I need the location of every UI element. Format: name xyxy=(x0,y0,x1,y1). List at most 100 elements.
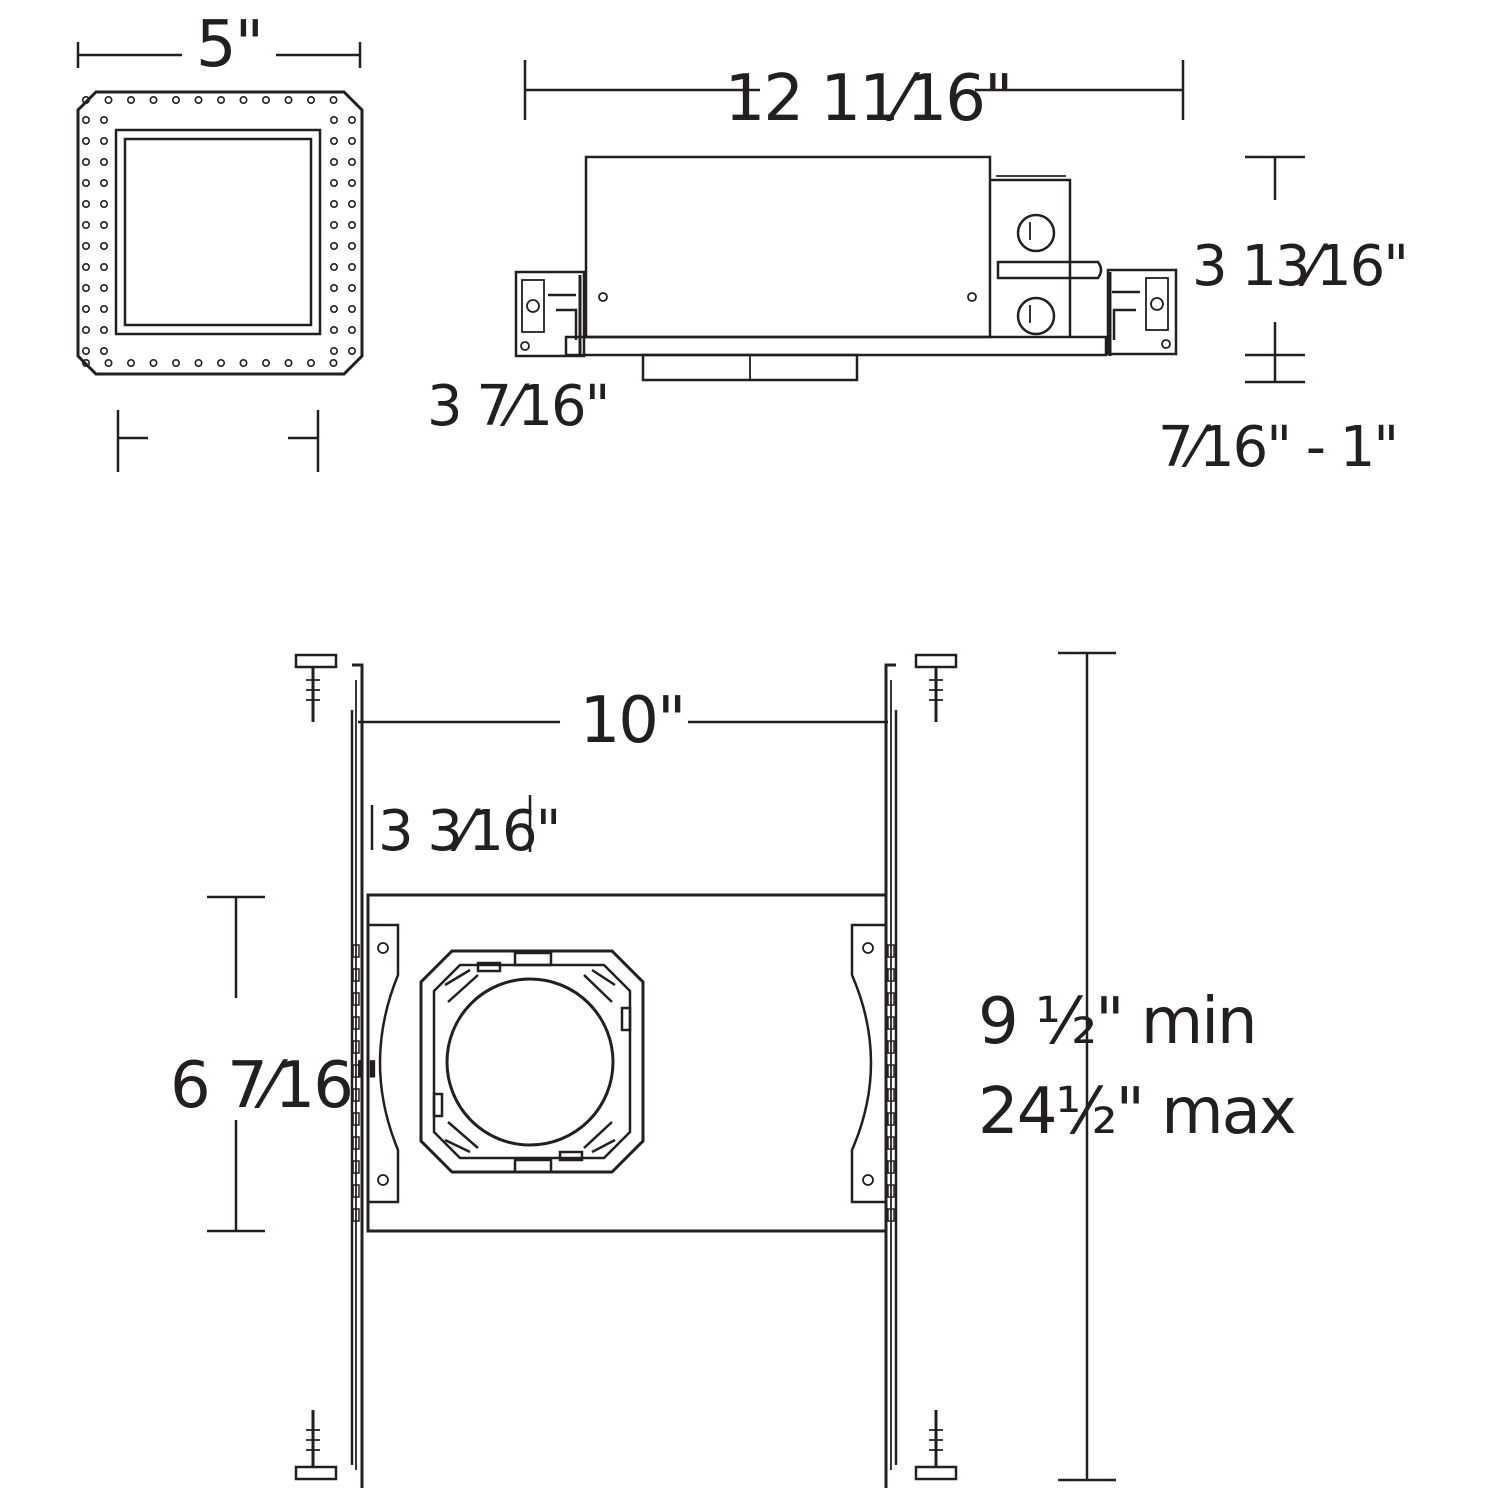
bar-slot xyxy=(887,1088,895,1102)
bar-slot xyxy=(352,1136,360,1150)
mud-hole xyxy=(347,116,356,125)
mud-hole xyxy=(149,358,158,367)
mud-hole xyxy=(347,137,356,146)
mud-hole xyxy=(194,96,203,105)
mud-hole xyxy=(82,262,91,271)
mud-hole xyxy=(100,262,109,271)
mud-hole xyxy=(100,304,109,313)
trim-plan-view: 5" xyxy=(76,8,364,472)
aperture-mount xyxy=(419,949,645,1174)
bar-slot xyxy=(352,1112,360,1126)
mud-hole xyxy=(239,358,248,367)
mud-hole xyxy=(217,96,226,105)
mud-hole xyxy=(261,358,270,367)
bar-slot xyxy=(352,992,360,1006)
mud-hole xyxy=(329,221,338,230)
bar-slot xyxy=(352,1208,360,1222)
mud-hole xyxy=(172,358,181,367)
mud-hole xyxy=(329,242,338,251)
mud-hole xyxy=(100,137,109,146)
mud-hole xyxy=(329,137,338,146)
trim-inner-frame xyxy=(114,128,322,336)
mud-hole xyxy=(82,283,91,292)
mud-hole xyxy=(172,96,181,105)
mud-hole xyxy=(329,200,338,209)
ceiling-thickness-label: 7⁄16" - 1" xyxy=(1158,415,1397,480)
mud-hole xyxy=(82,304,91,313)
mud-hole xyxy=(284,96,293,105)
bar-slot xyxy=(352,1016,360,1030)
nail-top-right xyxy=(914,653,958,722)
mud-hole xyxy=(347,158,356,167)
mud-hole xyxy=(82,179,91,188)
bar-slot xyxy=(352,1040,360,1054)
nail-bottom-right xyxy=(914,1410,958,1481)
mud-hole xyxy=(347,283,356,292)
mud-hole xyxy=(329,283,338,292)
trim-aperture xyxy=(123,137,313,327)
mud-hole xyxy=(127,358,136,367)
right-hanger-bracket xyxy=(1106,268,1178,356)
mud-hole xyxy=(347,242,356,251)
housing-height-dimension-line xyxy=(1245,155,1305,384)
bar-length-min-label: 9 ½" min xyxy=(978,985,1256,1059)
bar-length-dimension-line xyxy=(1058,651,1116,1482)
left-hanger-bracket xyxy=(514,270,586,358)
aperture-opening xyxy=(445,977,615,1147)
bar-slot xyxy=(887,1208,895,1222)
mud-hole xyxy=(82,242,91,251)
mud-hole xyxy=(347,179,356,188)
housing-height-label: 3 13⁄16" xyxy=(1192,234,1407,299)
mud-hole xyxy=(127,96,136,105)
mud-hole xyxy=(329,179,338,188)
bar-slot xyxy=(887,992,895,1006)
mounting-frame xyxy=(366,893,888,1233)
mud-hole xyxy=(82,116,91,125)
side-offset-label: 3 3⁄16" xyxy=(378,799,559,864)
mud-hole xyxy=(329,358,338,367)
mud-hole xyxy=(82,158,91,167)
bar-slot xyxy=(887,968,895,982)
nail-bottom-left xyxy=(294,1410,338,1481)
bar-slot xyxy=(887,1016,895,1030)
mud-hole xyxy=(100,116,109,125)
mud-hole xyxy=(104,358,113,367)
bar-slot xyxy=(352,944,360,958)
housing-length-dimension-line xyxy=(523,60,1185,120)
mud-hole xyxy=(347,346,356,355)
trim-depth-marker xyxy=(116,410,320,472)
knockout-upper xyxy=(1016,213,1056,253)
mud-hole xyxy=(82,137,91,146)
mud-hole xyxy=(329,304,338,313)
bar-slot xyxy=(352,1184,360,1198)
housing-rivet xyxy=(967,292,977,302)
mud-hole xyxy=(347,200,356,209)
mud-hole xyxy=(100,283,109,292)
bar-slot xyxy=(887,1136,895,1150)
mud-hole xyxy=(306,358,315,367)
mud-hole xyxy=(100,325,109,334)
mud-hole xyxy=(329,96,338,105)
mud-hole xyxy=(100,242,109,251)
box-clamp xyxy=(996,260,1103,280)
mud-hole xyxy=(100,158,109,167)
housing-rivet xyxy=(598,292,608,302)
mud-hole xyxy=(329,325,338,334)
housing-length-label: 12 11⁄16" xyxy=(725,62,1012,136)
mud-hole xyxy=(82,96,91,105)
mud-hole xyxy=(347,304,356,313)
bar-slot xyxy=(352,1088,360,1102)
bar-slot xyxy=(887,1112,895,1126)
bar-span-label: 10" xyxy=(580,684,685,758)
mud-hole xyxy=(82,358,91,367)
left-hanger-bar xyxy=(350,663,364,1488)
knockout-lower xyxy=(1016,296,1056,336)
bar-slot xyxy=(887,1160,895,1174)
mud-hole xyxy=(329,262,338,271)
bar-slot xyxy=(352,1064,360,1078)
mud-hole xyxy=(347,325,356,334)
trim-width-dimension-line xyxy=(76,42,362,68)
bar-length-max-label: 24½" max xyxy=(978,1075,1295,1149)
bar-slot xyxy=(352,1160,360,1174)
